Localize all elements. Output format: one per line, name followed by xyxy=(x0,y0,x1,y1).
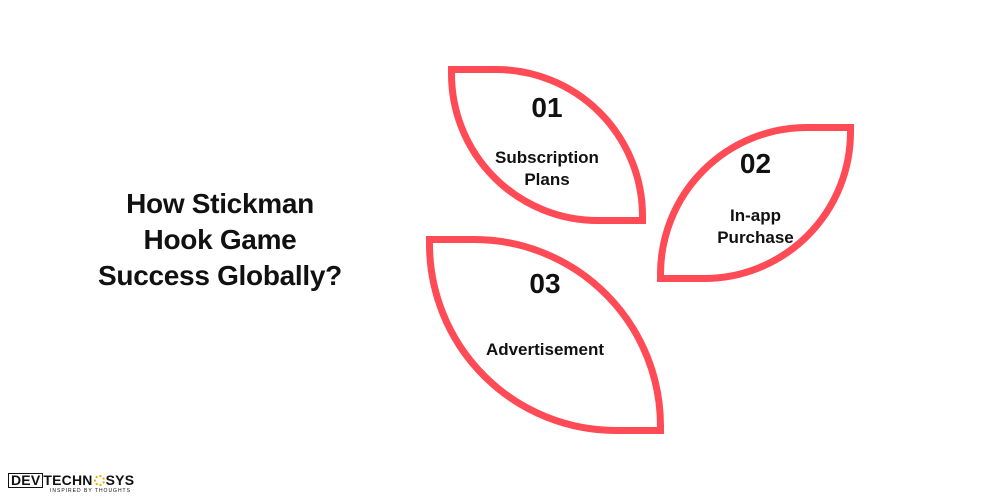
card-number: 03 xyxy=(529,268,561,299)
gear-icon xyxy=(93,475,105,486)
card-label-line: Advertisement xyxy=(485,340,605,359)
card-subscription-plans: 01 Subscription Plans xyxy=(448,66,646,224)
card-number: 02 xyxy=(739,148,772,179)
card-label: In-app Purchase xyxy=(664,205,847,249)
page-title-line-2: Hook Game xyxy=(143,224,297,255)
card-label-line: In-app xyxy=(730,206,781,225)
logo-part: SYS xyxy=(105,472,135,488)
card-label: Advertisement xyxy=(433,339,657,361)
page-title-line-3: Success Globally? xyxy=(98,260,342,291)
card-label-line: Purchase xyxy=(717,228,794,247)
logo-dev-box: DEV xyxy=(8,473,44,488)
card-label-line: Plans xyxy=(524,170,570,189)
card-label-line: Subscription xyxy=(495,148,599,167)
logo-tagline: INSPIRED BY THOUGHTS xyxy=(50,488,131,494)
logo-part: TECHN xyxy=(43,472,93,488)
card-in-app-purchase: 02 In-app Purchase xyxy=(657,124,854,282)
card-number: 01 xyxy=(531,92,563,123)
page-title-line-1: How Stickman xyxy=(126,188,314,219)
page-title: How Stickman Hook Game Success Globally? xyxy=(60,186,380,294)
card-advertisement: 03 Advertisement xyxy=(426,236,664,434)
card-label: Subscription Plans xyxy=(455,147,639,191)
